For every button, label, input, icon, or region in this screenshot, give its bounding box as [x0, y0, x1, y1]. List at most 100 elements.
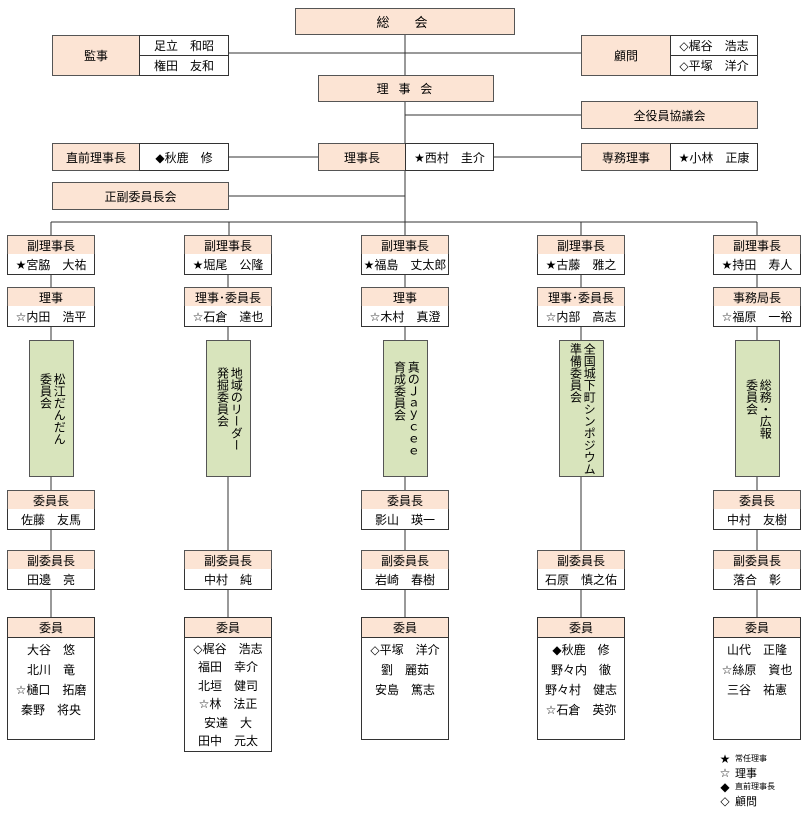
auditor-names: 足立 和昭 権田 友和	[139, 35, 229, 76]
committee-members: 委員 ◇平塚 洋介劉 麗茹安島 篤志	[361, 617, 449, 740]
advisor-label: 顧問	[581, 35, 671, 76]
auditor-label: 監事	[52, 35, 140, 76]
member-name: 安達 大	[203, 715, 252, 730]
member-name: 野々村 健志	[544, 682, 617, 697]
members-label: 委員	[362, 618, 448, 638]
member-name: ☆林 法正	[198, 697, 258, 712]
auditor-name: 足立 和昭	[140, 36, 228, 56]
legend-item: ◇ 顧問	[715, 794, 775, 808]
legend-text: 直前理事長	[735, 782, 775, 791]
director-label: 理事	[7, 287, 95, 307]
legend: ★ 常任理事 ☆ 理事 ◆ 直前理事長 ◇ 顧問	[715, 752, 775, 808]
committee-chair-label: 委員長	[7, 490, 95, 510]
member-name: 北川 竜	[26, 662, 75, 677]
director-name: ☆福原 一裕	[713, 306, 801, 327]
advisor-names: ◇梶谷 浩志 ◇平塚 洋介	[670, 35, 758, 76]
members-label: 委員	[8, 618, 94, 638]
legend-item: ★ 常任理事	[715, 752, 775, 766]
committee-members: 委員 ◇梶谷 浩志福田 幸介北垣 健司 ☆林 法正安達 大田中 元太	[184, 617, 272, 752]
president-label: 理事長	[318, 143, 406, 171]
director-name: ☆内田 浩平	[7, 306, 95, 327]
legend-symbol: ◇	[720, 794, 730, 808]
executive-director-name: ★小林 正康	[670, 143, 758, 171]
vice-president-name: ★宮脇 大祐	[7, 254, 95, 275]
member-name: 三谷 祐憲	[726, 682, 787, 697]
member-name: 大谷 悠	[26, 642, 75, 657]
member-name: ◇梶谷 浩志	[193, 641, 263, 656]
director-label: 理事･委員長	[184, 287, 272, 307]
member-name: 田中 元太	[197, 734, 258, 749]
chairs-council: 正副委員長会	[52, 182, 229, 210]
committee-chair-name: 佐藤 友馬	[7, 509, 95, 530]
committee-chair-name: 中村 友樹	[713, 509, 801, 530]
vice-president-name: ★持田 寿人	[713, 254, 801, 275]
member-name: 安島 篤志	[374, 682, 435, 697]
committee-chair-name: 影山 瑛一	[361, 509, 449, 530]
director-name: ☆木村 真澄	[361, 306, 449, 327]
all-officers-council: 全役員協議会	[581, 101, 758, 129]
advisor-name: ◇平塚 洋介	[679, 58, 749, 73]
committee-members: 委員大谷 悠北川 竜 ☆樋口 拓磨秦野 将央	[7, 617, 95, 740]
members-label: 委員	[185, 618, 271, 638]
member-name: 野々内 徹	[550, 662, 611, 677]
committee-chair-label: 委員長	[713, 490, 801, 510]
past-president-name: ◆秋鹿 修	[139, 143, 229, 171]
director-label: 理事	[361, 287, 449, 307]
committee-name: 松江だんだん 委員会	[29, 340, 74, 477]
member-name: ☆樋口 拓磨	[15, 682, 87, 697]
auditor-name: 権田 友和	[153, 58, 214, 73]
general-assembly: 総 会	[295, 8, 515, 35]
vice-president-label: 副理事長	[184, 235, 272, 255]
vice-chair-name: 田邊 亮	[7, 569, 95, 590]
vice-chair-name: 岩崎 春樹	[361, 569, 449, 590]
vice-chair-label: 副委員長	[713, 550, 801, 570]
director-label: 事務局長	[713, 287, 801, 307]
vice-president-name: ★福島 丈太郎	[361, 254, 449, 275]
member-name: 福田 幸介	[197, 660, 258, 675]
legend-symbol: ☆	[719, 766, 731, 780]
committee-members: 委員山代 正隆 ☆絲原 資也三谷 祐憲	[713, 617, 801, 740]
vice-president-label: 副理事長	[7, 235, 95, 255]
executive-director-label: 専務理事	[581, 143, 671, 171]
board-of-directors: 理 事 会	[318, 75, 494, 102]
vice-chair-name: 落合 彰	[713, 569, 801, 590]
director-name: ☆内部 高志	[537, 306, 625, 327]
vice-president-label: 副理事長	[537, 235, 625, 255]
member-name: ☆絲原 資也	[721, 662, 793, 677]
vice-chair-name: 石原 慎之佑	[537, 569, 625, 590]
legend-symbol: ◆	[720, 780, 730, 794]
president-name: ★西村 圭介	[405, 143, 494, 171]
member-name: 山代 正隆	[726, 642, 787, 657]
legend-text: 顧問	[735, 794, 757, 808]
vice-president-label: 副理事長	[361, 235, 449, 255]
legend-text: 理事	[735, 766, 757, 780]
vice-president-name: ★古藤 雅之	[537, 254, 625, 275]
vice-president-name: ★堀尾 公隆	[184, 254, 272, 275]
committee-chair-label: 委員長	[361, 490, 449, 510]
members-label: 委員	[538, 618, 624, 638]
member-name: ◆秋鹿 修	[552, 642, 610, 657]
legend-symbol: ★	[719, 752, 731, 766]
advisor-name: ◇梶谷 浩志	[671, 36, 757, 56]
members-label: 委員	[714, 618, 800, 638]
vice-chair-label: 副委員長	[537, 550, 625, 570]
committee-name: 真のＪａｙｃｅｅ 育成委員会	[383, 340, 428, 477]
member-name: 秦野 将央	[20, 702, 81, 717]
past-president-label: 直前理事長	[52, 143, 140, 171]
member-name: ◇平塚 洋介	[370, 642, 440, 657]
committee-members: 委員◆秋鹿 修野々内 徹野々村 健志☆石倉 英弥	[537, 617, 625, 740]
vice-president-label: 副理事長	[713, 235, 801, 255]
vice-chair-label: 副委員長	[7, 550, 95, 570]
member-name: 北垣 健司	[197, 678, 258, 693]
vice-chair-name: 中村 純	[184, 569, 272, 590]
legend-text: 常任理事	[735, 754, 767, 763]
vice-chair-label: 副委員長	[361, 550, 449, 570]
director-label: 理事･委員長	[537, 287, 625, 307]
committee-name: 総務・広報 委員会	[735, 340, 780, 477]
director-name: ☆石倉 達也	[184, 306, 272, 327]
member-name: 劉 麗茹	[380, 662, 429, 677]
committee-name: 全国城下町シンポジウム 準備委員会	[559, 340, 604, 477]
legend-item: ☆ 理事	[715, 766, 775, 780]
